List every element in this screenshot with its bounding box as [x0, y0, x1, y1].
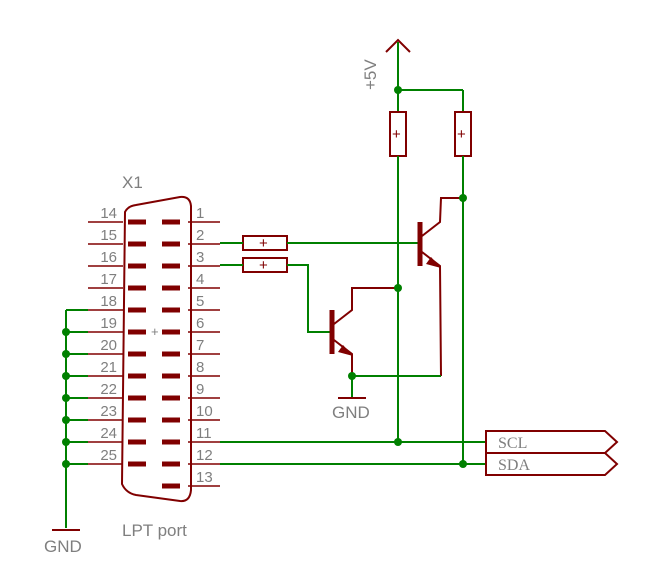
pin-number-left: 24	[100, 425, 117, 442]
gnd-label-left: GND	[44, 537, 82, 556]
pin-number-left: 17	[100, 271, 117, 288]
transistor-lower	[329, 284, 402, 376]
junction-dot	[62, 372, 70, 380]
gnd-label-center: GND	[332, 403, 370, 422]
connector-shell	[120, 195, 192, 503]
transistor-collector	[333, 287, 398, 325]
pullup-resistor-sda: +	[454, 111, 472, 157]
transistor-emitter	[421, 251, 442, 377]
resistor-plus-mark: +	[392, 126, 401, 143]
pin-number-left: 25	[100, 447, 117, 464]
pin-number-right: 1	[196, 205, 204, 222]
net-flag	[485, 430, 619, 454]
net-flag	[485, 452, 619, 476]
pullup-resistor-scl: +	[389, 111, 407, 157]
base-resistor-lower: +	[242, 257, 288, 274]
junction-dot	[62, 394, 70, 402]
transistor-collector	[421, 197, 463, 237]
vcc-supply: +5V	[361, 38, 464, 112]
junction-dot	[62, 350, 70, 358]
pin-number-left: 15	[100, 227, 117, 244]
emitter-arrow-icon	[338, 345, 353, 356]
pin-number-right: 11	[196, 425, 212, 442]
pin-number-right: 13	[196, 469, 213, 486]
resistor-plus-mark: +	[259, 257, 268, 274]
pin-number-right: 9	[196, 381, 204, 398]
pin-number-right: 10	[196, 403, 213, 420]
gnd-bus: GND	[44, 309, 88, 556]
resistor-plus-mark: +	[259, 235, 268, 252]
vcc-arrow-icon	[385, 38, 411, 53]
connector-plus-mark: +	[151, 324, 159, 339]
pin-number-left: 22	[100, 381, 117, 398]
junction-dot	[394, 86, 402, 94]
pin-number-left: 20	[100, 337, 117, 354]
pin-number-left: 23	[100, 403, 117, 420]
pin-number-right: 7	[196, 337, 204, 354]
pin-number-left: 14	[100, 205, 117, 222]
junction-dot	[62, 328, 70, 336]
pin-number-right: 3	[196, 249, 204, 266]
q-lower-base-wire	[287, 264, 330, 333]
junction-dot	[459, 194, 467, 202]
pin-number-left: 18	[100, 293, 117, 310]
resistor-plus-mark: +	[457, 126, 466, 143]
transistor-upper	[417, 194, 467, 377]
junction-dot	[348, 372, 356, 380]
pin-number-left: 16	[100, 249, 117, 266]
junction-dot	[394, 438, 402, 446]
junction-dot	[62, 416, 70, 424]
emitter-arrow-icon	[426, 257, 441, 268]
pin-number-right: 4	[196, 271, 204, 288]
pin-number-right: 2	[196, 227, 204, 244]
base-resistor-upper: +	[242, 235, 288, 252]
vcc-label: +5V	[361, 59, 380, 90]
connector-name: LPT port	[122, 521, 187, 540]
pin-number-right: 5	[196, 293, 204, 310]
left-pin-group: 14 15 16 17 18 19 20 21 22 23 24 25	[88, 205, 146, 467]
pin-number-right: 6	[196, 315, 204, 332]
junction-dot	[459, 460, 467, 468]
junction-dot	[62, 460, 70, 468]
pin-number-left: 21	[100, 359, 117, 376]
sda-net-label: SDA	[485, 452, 619, 476]
junction-dot	[394, 284, 402, 292]
connector-ref: X1	[122, 173, 143, 192]
transistor-emitter	[333, 339, 353, 376]
sda-label: SDA	[498, 457, 530, 474]
scl-label: SCL	[498, 435, 527, 452]
pin-number-left: 19	[100, 315, 117, 332]
pin-number-right: 12	[196, 447, 213, 464]
junction-dot	[62, 438, 70, 446]
pin-number-right: 8	[196, 359, 204, 376]
scl-net-label: SCL	[485, 430, 619, 454]
